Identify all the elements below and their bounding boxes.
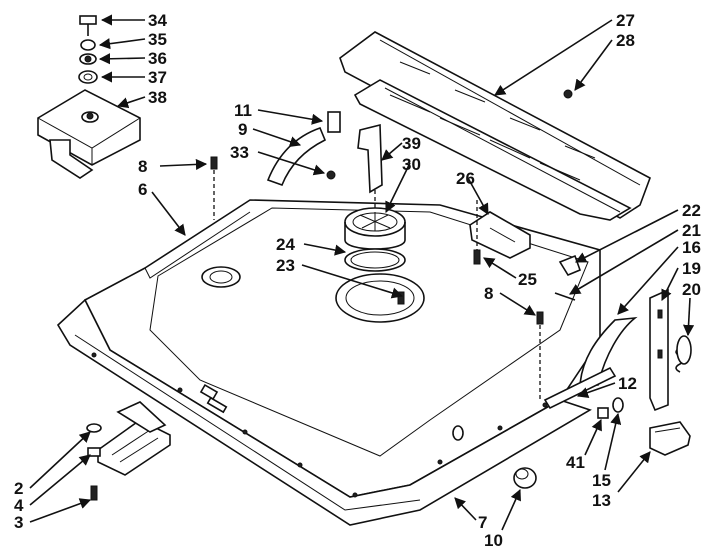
label-13: 13 — [592, 491, 611, 510]
latch-assembly — [37, 15, 141, 179]
label-3: 3 — [14, 513, 23, 532]
label-9: 9 — [238, 120, 247, 139]
label-15: 15 — [592, 471, 611, 490]
door-panel — [56, 199, 601, 526]
label-37: 37 — [148, 68, 167, 87]
leader-lines — [29, 14, 695, 531]
label-28: 28 — [616, 31, 635, 50]
label-41: 41 — [566, 453, 585, 472]
label-24: 24 — [276, 235, 295, 254]
label-8-right: 8 — [484, 284, 493, 303]
label-6: 6 — [138, 180, 147, 199]
right-hinge-parts — [536, 254, 692, 456]
label-25: 25 — [518, 270, 537, 289]
label-4: 4 — [14, 496, 24, 515]
part-number-labels: 34 35 36 37 38 27 28 11 9 33 39 30 8 6 2… — [14, 11, 701, 550]
label-16: 16 — [682, 238, 701, 257]
label-20: 20 — [682, 280, 701, 299]
cap-assembly — [344, 190, 406, 272]
knob-10 — [452, 425, 537, 489]
label-36: 36 — [148, 49, 167, 68]
vent-hole — [201, 266, 241, 288]
label-2: 2 — [14, 479, 23, 498]
label-30: 30 — [402, 155, 421, 174]
label-27: 27 — [616, 11, 635, 30]
label-19: 19 — [682, 259, 701, 278]
label-23: 23 — [276, 256, 295, 275]
label-35: 35 — [148, 30, 167, 49]
label-26: 26 — [456, 169, 475, 188]
label-39: 39 — [402, 134, 421, 153]
label-33: 33 — [230, 143, 249, 162]
bracket-26 — [469, 200, 531, 265]
label-38: 38 — [148, 88, 167, 107]
label-21: 21 — [682, 221, 701, 240]
label-12: 12 — [618, 374, 637, 393]
left-hinge-bracket — [210, 111, 383, 220]
label-8-left: 8 — [138, 157, 147, 176]
label-34: 34 — [148, 11, 167, 30]
center-opening — [335, 273, 425, 323]
label-10: 10 — [484, 531, 503, 550]
rear-vent-assembly — [339, 31, 651, 221]
label-11: 11 — [234, 101, 252, 120]
label-22: 22 — [682, 201, 701, 220]
lower-latch — [86, 401, 171, 501]
label-7: 7 — [478, 513, 487, 532]
